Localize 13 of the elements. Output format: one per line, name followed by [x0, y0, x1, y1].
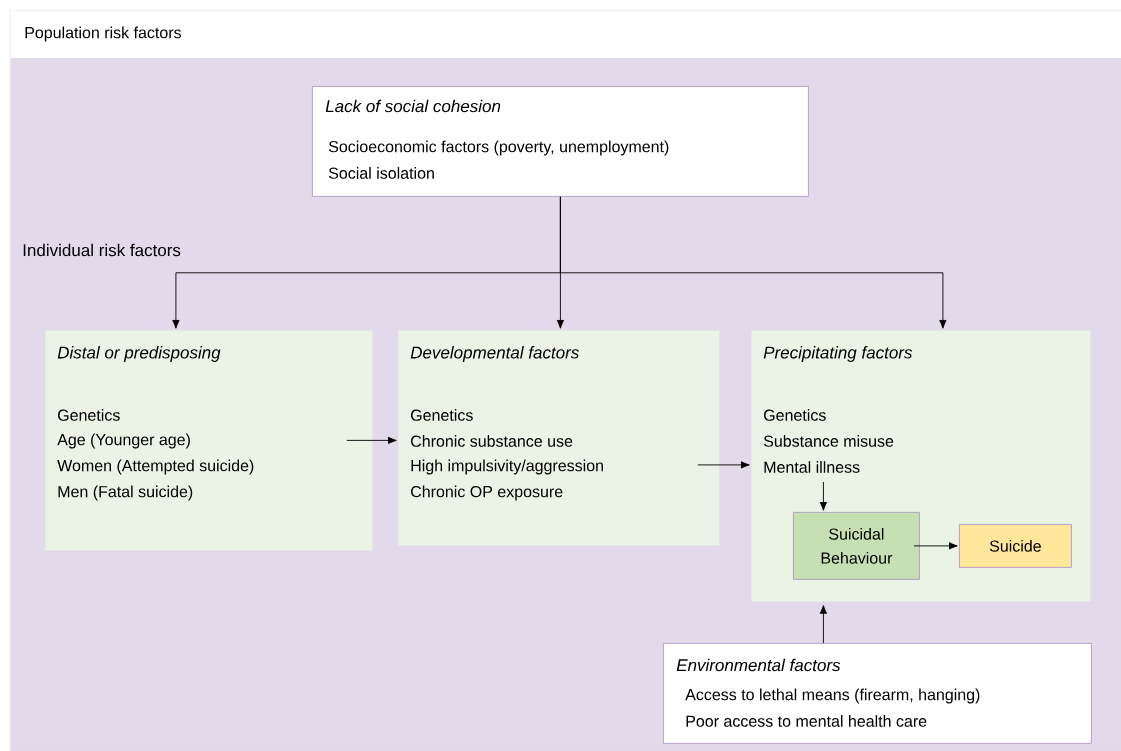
- arrow: [346, 436, 397, 445]
- factor-box: Environmental factors Access to lethal means (firearm, hanging) Poor access to mental health care: [663, 643, 1092, 744]
- section-label: Individual risk factors: [23, 243, 181, 257]
- arrow: [697, 461, 750, 469]
- arrow: [559, 196, 947, 329]
- factor-box: Lack of social cohesion Socioeconomic factors (poverty, unemployment) Social isolation: [312, 86, 809, 197]
- factor-box: Distal or predisposing Genetics Age (Younger age) Women (Attempted suicide) Men (Fatal suicide): [45, 330, 373, 551]
- arrow: [913, 542, 958, 550]
- arrow: [819, 481, 828, 511]
- process-box: Suicidal Behaviour: [793, 512, 920, 580]
- factor-box: Developmental factors Genetics Chronic substance use High impulsivity/aggression Chronic OP exposure: [398, 330, 720, 546]
- outcome-box: Suicide: [959, 524, 1072, 568]
- arrow: [819, 605, 828, 644]
